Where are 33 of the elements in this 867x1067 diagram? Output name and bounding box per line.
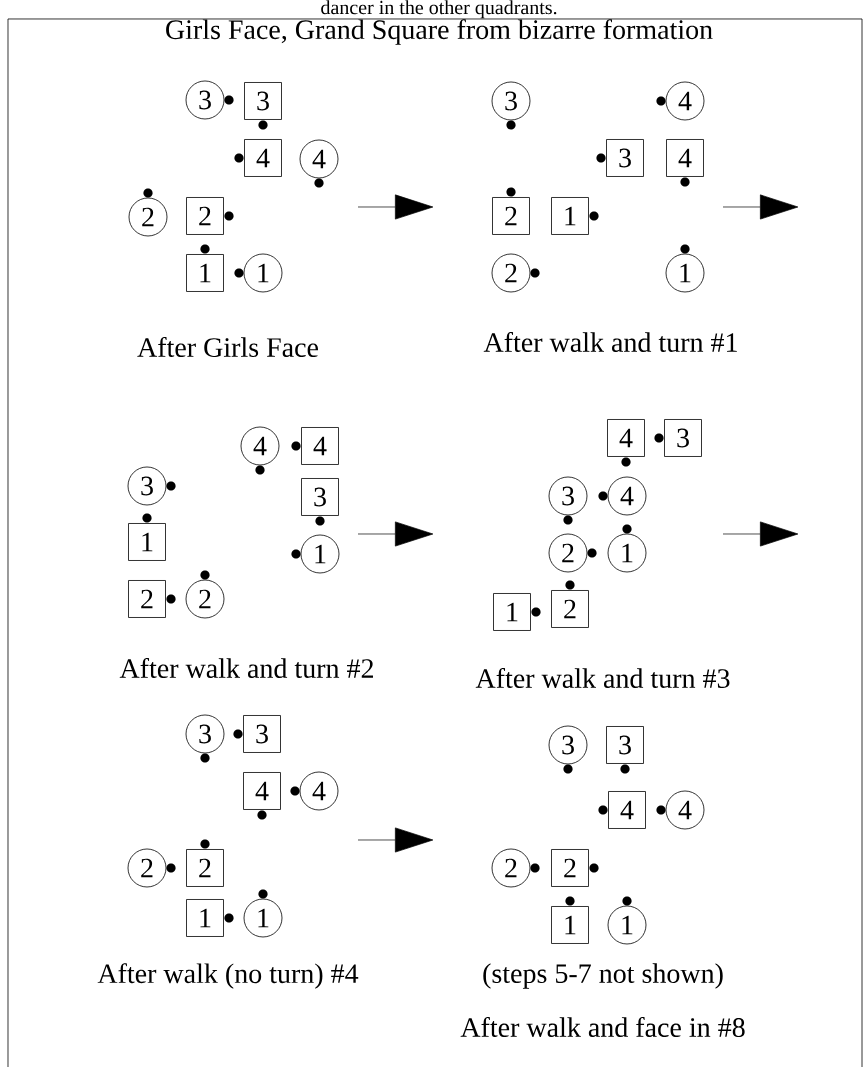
dancer-square: 1 bbox=[186, 244, 224, 292]
dancer-square: 2 bbox=[551, 580, 589, 628]
cut-off-text: dancer in the other quadrants. bbox=[321, 0, 557, 19]
dancer-square: 4 bbox=[234, 139, 282, 177]
step-caption: After walk and turn #2 bbox=[119, 658, 373, 678]
dancer-square: 3 bbox=[606, 726, 644, 774]
dancer-square: 3 bbox=[244, 82, 282, 130]
dancer-square: 3 bbox=[233, 715, 281, 753]
step-caption: After walk (no turn) #4 bbox=[97, 963, 359, 989]
dancer-square: 2 bbox=[186, 839, 224, 887]
dancer-square: 2 bbox=[492, 187, 530, 235]
dancer-square: 4 bbox=[243, 772, 281, 820]
step-caption: After walk and face in #8 bbox=[460, 1017, 745, 1037]
dancer-square: 1 bbox=[551, 197, 599, 235]
dancer-square: 1 bbox=[128, 513, 166, 561]
dancer-square: 1 bbox=[493, 593, 541, 631]
dancer-square: 4 bbox=[666, 139, 704, 187]
dancer-square: 4 bbox=[607, 419, 645, 467]
step-caption: After walk and turn #1 bbox=[483, 332, 737, 352]
step-caption: After Girls Face bbox=[137, 337, 318, 357]
dancer-square: 4 bbox=[598, 791, 646, 829]
dancer-square: 1 bbox=[551, 896, 589, 944]
dancer-square: 4 bbox=[291, 427, 339, 465]
dancer-square: 3 bbox=[654, 419, 702, 457]
dancer-square: 3 bbox=[301, 478, 339, 526]
dancer-square: 2 bbox=[186, 197, 234, 235]
step-caption: After walk and turn #3 bbox=[475, 668, 730, 688]
dancer-square: 2 bbox=[551, 849, 599, 887]
title: Girls Face, Grand Square from bizarre formation bbox=[166, 19, 713, 45]
dancer-square: 3 bbox=[596, 139, 644, 177]
step-caption: (steps 5-7 not shown) bbox=[483, 963, 723, 989]
dancer-square: 2 bbox=[128, 580, 176, 618]
dancer-square: 1 bbox=[186, 899, 234, 937]
